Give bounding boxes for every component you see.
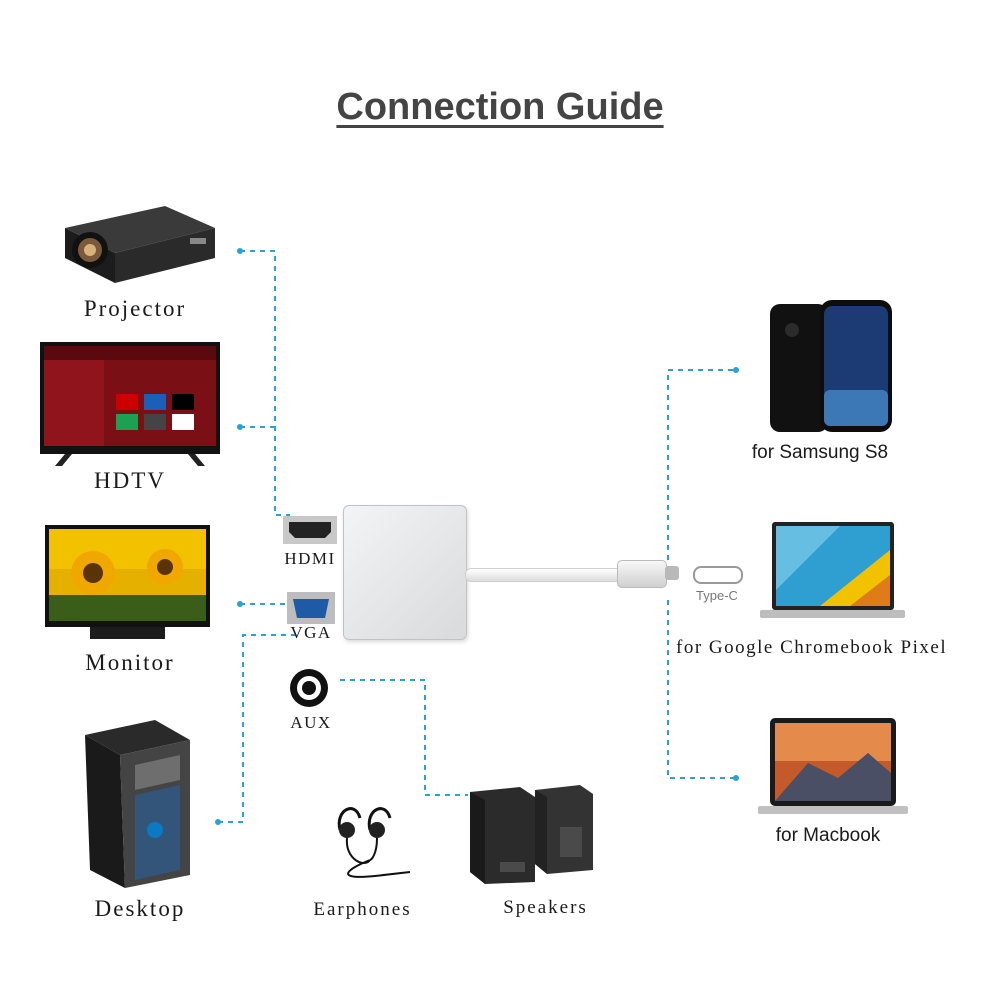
device-label-earphones: Earphones bbox=[313, 899, 412, 920]
typec-port-icon bbox=[693, 566, 743, 584]
tv-icon bbox=[40, 342, 220, 466]
port-label-aux: AUX bbox=[290, 713, 332, 732]
aux-port-icon bbox=[290, 669, 328, 707]
device-label-macbook: for Macbook bbox=[775, 825, 881, 846]
device-label-monitor: Monitor bbox=[85, 650, 175, 675]
device-label-projector: Projector bbox=[83, 296, 187, 321]
laptop-icon bbox=[760, 522, 905, 618]
macbook-icon bbox=[758, 718, 908, 814]
adapter-body bbox=[343, 505, 467, 640]
title-text: Connection Guide bbox=[336, 86, 664, 128]
device-label-desktop: Desktop bbox=[94, 896, 186, 921]
speakers-icon bbox=[470, 785, 593, 884]
connector-aux-audio bbox=[340, 679, 468, 796]
vga-port-icon bbox=[287, 592, 335, 624]
device-label-chromebook: for Google Chromebook Pixel bbox=[676, 637, 948, 658]
monitor-icon bbox=[45, 525, 210, 639]
device-label-speakers: Speakers bbox=[503, 897, 588, 918]
connector-typec-macbook bbox=[667, 600, 736, 779]
adapter-cable bbox=[465, 568, 627, 582]
port-label-hdmi: HDMI bbox=[284, 549, 336, 568]
projector-icon bbox=[65, 206, 215, 283]
connector-desktop-vga bbox=[218, 634, 300, 823]
page-title: Connection Guide bbox=[0, 86, 1000, 129]
desktop-tower-icon bbox=[85, 720, 190, 888]
smartphone-icon bbox=[770, 300, 892, 432]
typec-plug-tip bbox=[665, 566, 679, 580]
typec-plug bbox=[617, 560, 667, 588]
connector-projector-hdmi bbox=[240, 250, 290, 516]
hdmi-port-icon bbox=[283, 516, 337, 544]
earphones-icon bbox=[337, 807, 411, 878]
port-label-vga: VGA bbox=[290, 623, 332, 642]
device-label-hdtv: HDTV bbox=[94, 468, 166, 493]
device-label-samsung: for Samsung S8 bbox=[751, 442, 889, 463]
connector-typec-samsung bbox=[667, 369, 736, 560]
port-label-typec: Type-C bbox=[696, 588, 738, 603]
